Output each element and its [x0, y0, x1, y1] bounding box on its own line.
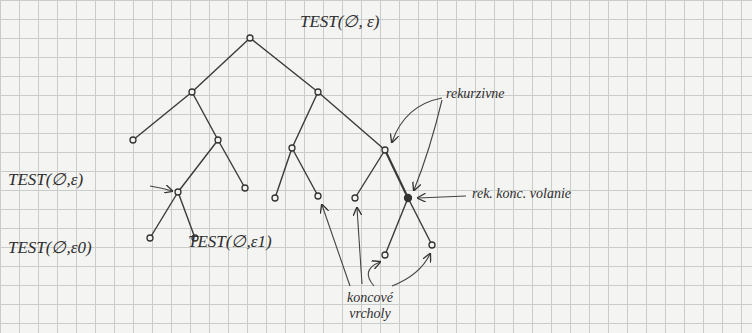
annotation-label: rekurzivne	[446, 86, 505, 102]
annotation-label: TEST(∅,ε0)	[8, 238, 92, 258]
annotation-label: rek. konc. volanie	[472, 186, 571, 202]
leader-lines	[150, 98, 466, 286]
tree-vertices	[130, 35, 435, 258]
annotation-label: koncové vrcholy	[325, 290, 415, 322]
annotation-label: TEST(∅,ε)	[8, 170, 83, 190]
annotation-label: TEST(∅, ε)	[300, 12, 379, 32]
annotation-label: TEST(∅,ε1)	[188, 232, 272, 252]
tree-edges	[133, 38, 432, 255]
